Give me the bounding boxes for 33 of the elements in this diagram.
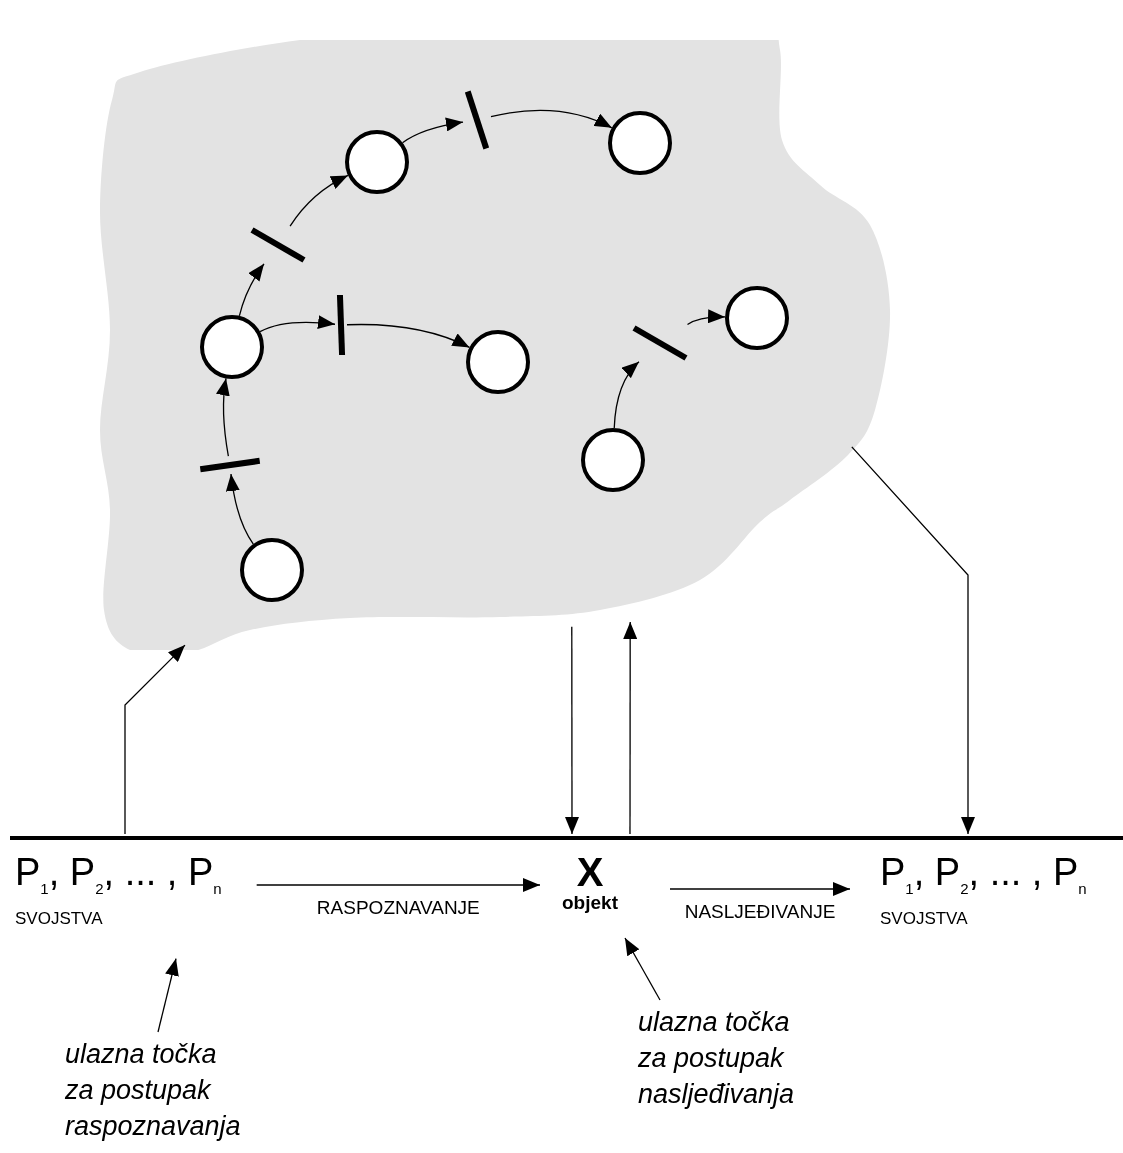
arrow (490, 109, 613, 129)
object-symbol: X (575, 852, 605, 892)
transition-bar (464, 90, 490, 150)
arrow (851, 446, 975, 835)
transition-bar (336, 294, 346, 356)
arrow (623, 621, 638, 835)
property-list: P$_{1}$, P$_{2}$, ... , P$_{n}$ (880, 852, 1087, 909)
arrow (216, 377, 231, 457)
arrow (226, 473, 254, 545)
edge-label: RASPOZNAVANJE (316, 897, 480, 919)
arrow (669, 882, 851, 896)
arrow (256, 878, 541, 892)
object-caption: objekt (561, 892, 619, 914)
arrow (346, 323, 471, 349)
arrow (238, 263, 265, 317)
transition-bar (250, 227, 306, 263)
transition-bar (199, 457, 261, 473)
property-list: P$_{1}$, P$_{2}$, ... , P$_{n}$ (15, 852, 222, 909)
annotation-text: ulazna točka za postupak raspoznavanja (65, 1038, 242, 1143)
arrow (157, 957, 179, 1033)
annotation-text: ulazna točka za postupak nasljeđivanja (638, 1006, 796, 1111)
arrow (124, 644, 186, 835)
edge-label: NASLJEĐIVANJE (684, 901, 836, 923)
arrow (401, 117, 464, 144)
property-caption: SVOJSTVA (880, 908, 969, 929)
arrow (624, 937, 661, 1001)
property-caption: SVOJSTVA (15, 908, 104, 929)
arrow (686, 309, 726, 326)
arrow (289, 174, 349, 227)
arrow (259, 315, 336, 333)
transition-bar (632, 325, 688, 361)
arrow (565, 626, 579, 835)
arrow (613, 361, 640, 429)
